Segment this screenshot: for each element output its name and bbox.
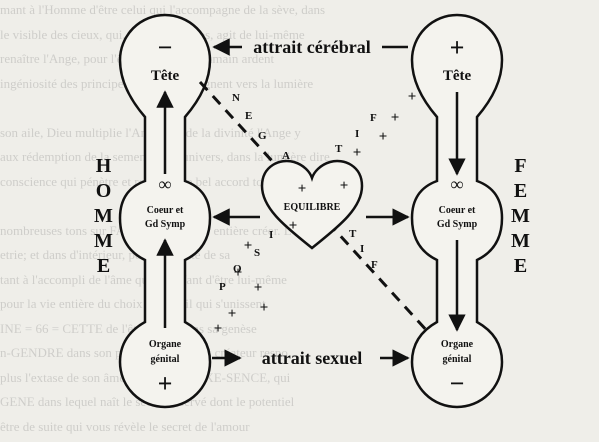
side-letter: M [511, 205, 531, 227]
side-letter: O [96, 180, 113, 202]
top-diagonal-letters: N E G A T I F [232, 92, 377, 162]
left-heart-label-2: Gd Symp [145, 219, 186, 230]
background-text-line: mant à l'Homme d'être celui qui l'accomp… [0, 2, 326, 17]
diagonal-letter: A [282, 150, 290, 162]
side-letter: E [514, 255, 528, 277]
diagonal-letter: E [245, 110, 252, 122]
left-genital-node: Organe génital + [149, 339, 182, 398]
right-heart-node: Coeur et Gd Symp [437, 205, 478, 230]
plus-sign: + [353, 145, 362, 161]
left-genital-sign: + [158, 369, 173, 398]
plus-sign: + [260, 300, 269, 316]
diagonal-letter: S [254, 247, 260, 259]
side-letter: E [97, 255, 111, 277]
left-genital-label-1: Organe [149, 339, 182, 350]
side-letter: M [94, 205, 114, 227]
side-letter: F [514, 155, 527, 177]
left-head-label: Tête [151, 68, 180, 84]
left-head-node: − Tête [151, 33, 180, 84]
right-capsule-outline [410, 13, 504, 409]
side-letter: M [511, 230, 531, 252]
plus-sign: + [289, 218, 298, 234]
plus-sign: + [234, 265, 243, 281]
plus-sign: + [379, 129, 388, 145]
right-side-label-femme: F E M M E [511, 155, 531, 277]
diagonal-letter: I [360, 243, 364, 255]
background-text-line: conscience qui pénètre et recouvre le be… [0, 173, 276, 189]
left-side-label-homme: H O M M E [94, 155, 114, 277]
right-heart-label-1: Coeur et [439, 205, 476, 216]
plus-sign: + [391, 110, 400, 126]
plus-sign: + [408, 89, 417, 105]
diagonal-letter: O [233, 263, 242, 275]
diagonal-letter: T [349, 228, 357, 240]
side-letter: E [514, 180, 528, 202]
diagonal-letter: F [371, 259, 378, 271]
right-heart-label-2: Gd Symp [437, 219, 478, 230]
right-genital-label-2: génital [443, 354, 472, 365]
left-head-sign: − [158, 33, 173, 62]
left-infinity-icon: ∞ [159, 174, 172, 194]
diagonal-letter: I [269, 229, 273, 241]
right-head-label: Tête [443, 68, 472, 84]
side-letter: M [94, 230, 114, 252]
bottom-diagonal-letters: P O S I T I F [219, 228, 378, 293]
diagonal-letter: G [258, 130, 267, 142]
plus-sign: + [340, 178, 349, 194]
diagonal-letter: I [355, 128, 359, 140]
left-genital-label-2: génital [151, 354, 180, 365]
bottom-arrow-label: attrait sexuel [262, 348, 362, 368]
top-arrow-label: attrait cérébral [253, 37, 370, 57]
plus-sign: + [214, 321, 223, 337]
left-capsule-outline [118, 13, 212, 409]
right-head-node: + Tête [443, 33, 472, 84]
side-letter: H [96, 155, 113, 177]
right-genital-node: Organe génital − [441, 339, 474, 398]
plus-sign: + [254, 280, 263, 296]
background-text-line: tant à l'accompli de l'âme qui à l'enfan… [0, 271, 287, 287]
right-head-sign: + [450, 33, 465, 62]
background-text-line: pour la vie entière du choix de l'éveil … [0, 296, 266, 311]
right-genital-sign: − [450, 369, 465, 398]
diagonal-letter: P [219, 281, 226, 293]
plus-sign: + [298, 181, 307, 197]
left-heart-label-1: Coeur et [147, 205, 184, 216]
left-heart-node: Coeur et Gd Symp [145, 205, 186, 230]
right-genital-label-1: Organe [441, 339, 474, 350]
diagonal-letter: N [232, 92, 240, 104]
diagonal-letter: F [370, 112, 377, 124]
right-infinity-icon: ∞ [451, 174, 464, 194]
plus-sign: + [244, 238, 253, 254]
center-label: EQUILIBRE [284, 202, 341, 213]
background-text-line: être de suite qui vous révèle le secret … [0, 418, 250, 434]
diagonal-letter: T [335, 143, 343, 155]
plus-sign: + [228, 306, 237, 322]
equilibrium-heart-shape [260, 159, 364, 250]
